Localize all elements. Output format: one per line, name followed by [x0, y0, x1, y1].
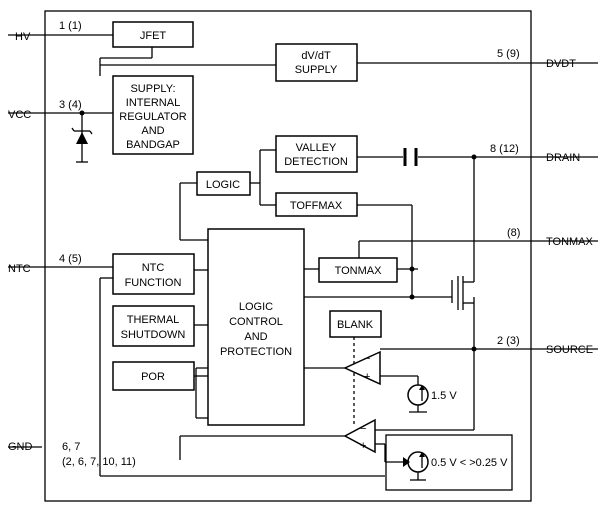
jfet-block: JFET — [112, 21, 194, 48]
svg-text:PROTECTION: PROTECTION — [220, 346, 292, 358]
voltage-source-icon — [403, 451, 429, 473]
pin-dvdt: 5 (9) — [497, 48, 520, 60]
svg-text:THERMAL: THERMAL — [127, 314, 180, 326]
svg-text:LOGIC: LOGIC — [239, 301, 273, 313]
ntc-function-block: NTC FUNCTION — [112, 253, 195, 295]
mosfet-icon — [457, 276, 464, 310]
por-block: POR — [112, 361, 195, 391]
pin-drain: 8 (12) — [490, 143, 519, 155]
svg-text:CONTROL: CONTROL — [229, 316, 283, 328]
comparator-upper-plus: + — [364, 371, 370, 383]
pin-source: 2 (3) — [497, 335, 520, 347]
reference-box — [385, 434, 513, 491]
toffmax-block: TOFFMAX — [275, 192, 358, 217]
pin-gnd-2: (2, 6, 7, 10, 11) — [62, 456, 136, 468]
svg-text:SUPPLY:: SUPPLY: — [130, 83, 175, 95]
signal-hv: HV — [15, 31, 31, 43]
signal-gnd: GND — [8, 441, 33, 453]
dvdt-supply-block: dV/dT SUPPLY — [275, 43, 358, 82]
signal-drain: DRAIN — [546, 152, 580, 164]
svg-text:SUPPLY: SUPPLY — [295, 64, 338, 76]
svg-text:FUNCTION: FUNCTION — [125, 277, 182, 289]
signal-dvdt: DVDT — [546, 58, 576, 70]
svg-text:POR: POR — [141, 371, 165, 383]
logic-block: LOGIC — [196, 171, 251, 196]
vref1-label: 1.5 V — [431, 390, 457, 402]
comparator-lower — [343, 418, 376, 454]
ic-outline — [44, 10, 532, 502]
pin-tonmax: (8) — [507, 227, 520, 239]
svg-text:AND: AND — [141, 125, 164, 137]
pin-vcc: 3 (4) — [59, 99, 82, 111]
comparator-lower-minus: − — [360, 423, 366, 435]
svg-text:DETECTION: DETECTION — [284, 156, 348, 168]
pin-hv: 1 (1) — [59, 20, 82, 32]
comparator-upper — [343, 350, 381, 386]
signal-vcc: VCC — [8, 109, 31, 121]
zener-diode-icon — [71, 127, 93, 163]
svg-text:TOFFMAX: TOFFMAX — [290, 200, 343, 212]
svg-text:AND: AND — [244, 331, 267, 343]
supply-regulator-block: SUPPLY: INTERNAL REGULATOR AND BANDGAP — [112, 75, 194, 155]
svg-text:TONMAX: TONMAX — [335, 265, 383, 277]
svg-text:dV/dT: dV/dT — [301, 50, 331, 62]
pin-ntc: 4 (5) — [59, 253, 82, 265]
svg-text:JFET: JFET — [140, 30, 167, 42]
valley-detection-block: VALLEY DETECTION — [275, 135, 358, 173]
svg-text:NTC: NTC — [142, 262, 165, 274]
thermal-shutdown-block: THERMAL SHUTDOWN — [112, 305, 195, 347]
svg-text:VALLEY: VALLEY — [296, 142, 337, 154]
svg-text:REGULATOR: REGULATOR — [119, 111, 186, 123]
svg-text:INTERNAL: INTERNAL — [126, 97, 180, 109]
svg-text:LOGIC: LOGIC — [206, 179, 240, 191]
signal-source: SOURCE — [546, 344, 593, 356]
signal-tonmax: TONMAX — [546, 236, 594, 248]
logic-control-block: LOGIC CONTROL AND PROTECTION — [207, 228, 305, 426]
junction-dots — [79, 110, 477, 352]
comparator-lower-plus: + — [360, 440, 366, 452]
voltage-source-icon — [407, 384, 429, 406]
tonmax-block: TONMAX — [318, 257, 398, 283]
capacitor-icon — [403, 148, 418, 166]
svg-text:SHUTDOWN: SHUTDOWN — [121, 329, 186, 341]
pin-gnd-1: 6, 7 — [62, 441, 80, 453]
vref2-label: 0.5 V < >0.25 V — [431, 457, 508, 469]
blank-block: BLANK — [329, 310, 382, 338]
comparator-upper-minus: − — [364, 353, 370, 365]
signal-ntc: NTC — [8, 263, 31, 275]
svg-text:BLANK: BLANK — [337, 319, 374, 331]
svg-text:BANDGAP: BANDGAP — [126, 139, 180, 151]
